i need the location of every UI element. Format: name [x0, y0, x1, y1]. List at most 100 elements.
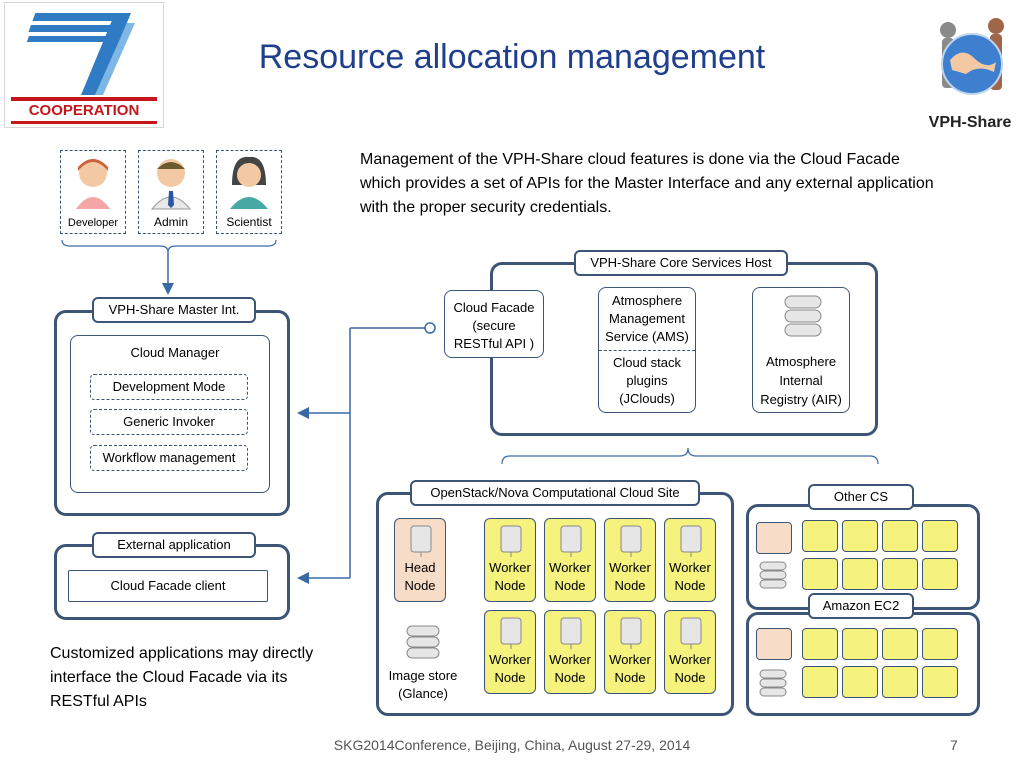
air-line-2: Internal	[779, 373, 823, 388]
air-line-1: Atmosphere	[765, 354, 837, 369]
server-icon	[620, 617, 642, 649]
head-node-line-2: Node	[404, 578, 436, 593]
worker-node-line-1: Worker	[669, 560, 711, 575]
server-icon	[410, 525, 432, 557]
admin-icon	[150, 159, 192, 210]
database-icon	[759, 561, 787, 589]
customized-applications-text: Customized applications may directly int…	[50, 645, 314, 710]
worker-node-cell	[842, 520, 878, 552]
image-store-line-1: Image store	[388, 668, 458, 683]
user-label-admin: Admin	[153, 215, 188, 229]
worker-node-line-2: Node	[554, 578, 586, 593]
user-label-scientist: Scientist	[226, 215, 272, 229]
server-icon	[620, 525, 642, 557]
cloud-facade-line-2: (secure	[472, 318, 516, 333]
worker-node-cell	[802, 520, 838, 552]
development-mode: Development Mode	[90, 374, 248, 400]
cloud-facade-box: Cloud Facade (secure RESTful API )	[444, 290, 544, 358]
footer-page-number: 7	[950, 737, 958, 753]
air-text: Atmosphere Internal Registry (AIR)	[753, 352, 849, 409]
worker-node-cell	[922, 558, 958, 590]
worker-node-line-2: Node	[554, 670, 586, 685]
worker-node-line-1: Worker	[489, 560, 531, 575]
cooperation-text: COOPERATION	[28, 102, 140, 119]
other-cs-label: Other CS	[808, 484, 914, 510]
cloud-manager-label: Cloud Manager	[130, 345, 220, 360]
plugins-line-1: Cloud stack	[613, 355, 681, 370]
external-application-label: External application	[92, 532, 256, 558]
openstack-site-label: OpenStack/Nova Computational Cloud Site	[410, 480, 700, 506]
worker-node-cell	[842, 628, 878, 660]
worker-node-cell	[802, 558, 838, 590]
ams-line-2: Management	[609, 311, 685, 326]
ams-line-1: Atmosphere	[611, 293, 683, 308]
footer-conference: SKG2014Conference, Beijing, China, Augus…	[333, 737, 691, 753]
server-icon	[680, 525, 702, 557]
image-store-line-2: (Glance)	[398, 686, 448, 701]
scientist-user: Scientist	[216, 150, 282, 234]
admin-user: Admin	[138, 150, 204, 234]
worker-node-line-1: Worker	[609, 560, 651, 575]
master-interface-label: VPH-Share Master Int.	[92, 297, 256, 323]
image-store: Image store (Glance)	[384, 624, 462, 703]
worker-node-cell	[922, 520, 958, 552]
database-icon	[406, 625, 440, 659]
description-text: Management of the VPH-Share cloud featur…	[360, 151, 934, 216]
developer-user: Developer	[60, 150, 126, 234]
worker-node-line-2: Node	[614, 670, 646, 685]
server-icon	[560, 617, 582, 649]
worker-node-line-1: Worker	[609, 652, 651, 667]
worker-node-cell	[882, 558, 918, 590]
server-icon	[500, 617, 522, 649]
worker-node-cell	[882, 520, 918, 552]
plugins-line-3: (JClouds)	[619, 391, 675, 406]
worker-node-cell	[842, 666, 878, 698]
ams-line-3: Service (AMS)	[605, 329, 689, 344]
ams-box: Atmosphere Management Service (AMS) Clou…	[598, 287, 696, 413]
core-services-host-label: VPH-Share Core Services Host	[574, 250, 788, 276]
workflow-management: Workflow management	[90, 445, 248, 471]
worker-node-line-1: Worker	[549, 560, 591, 575]
worker-node-line-1: Worker	[489, 652, 531, 667]
worker-node-cell	[922, 628, 958, 660]
worker-node-line-2: Node	[494, 578, 526, 593]
generic-invoker: Generic Invoker	[90, 409, 248, 435]
head-node-cell	[756, 628, 792, 660]
worker-node-cell	[882, 628, 918, 660]
server-icon	[560, 525, 582, 557]
plugins-text: Cloud stack plugins (JClouds)	[599, 354, 695, 408]
worker-node-line-2: Node	[614, 578, 646, 593]
worker-node-cell	[922, 666, 958, 698]
worker-node-line-2: Node	[674, 578, 706, 593]
head-node: Head Node	[394, 518, 446, 602]
worker-node-cell	[882, 666, 918, 698]
vph-share-logo: VPH-Share	[918, 2, 1022, 134]
air-box: Atmosphere Internal Registry (AIR)	[752, 287, 850, 413]
server-icon	[680, 617, 702, 649]
worker-node-line-2: Node	[494, 670, 526, 685]
air-line-3: Registry (AIR)	[760, 392, 842, 407]
head-node-cell	[756, 522, 792, 554]
vph-share-text: VPH-Share	[928, 114, 1012, 131]
server-icon	[500, 525, 522, 557]
worker-node-line-1: Worker	[669, 652, 711, 667]
fp7-cooperation-logo: COOPERATION	[4, 2, 164, 128]
head-node-line-1: Head	[404, 560, 436, 575]
worker-node-line-2: Node	[674, 670, 706, 685]
database-icon	[784, 295, 822, 337]
database-icon	[759, 669, 787, 697]
ams-divider	[599, 350, 695, 351]
